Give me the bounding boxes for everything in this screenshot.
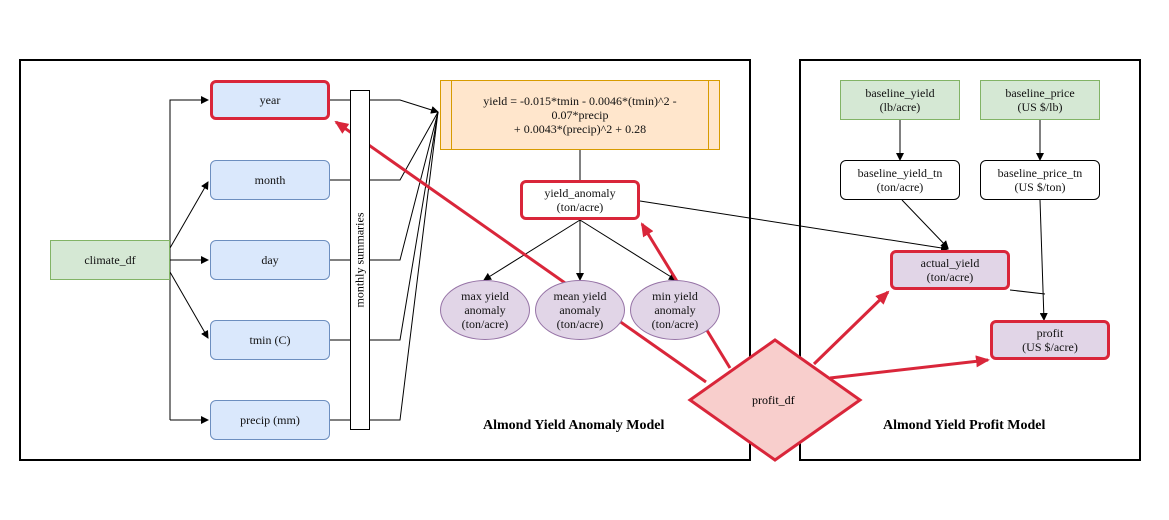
anomaly-edges [483,150,949,281]
anomaly-model-frame [19,59,751,461]
actual-yield-node[interactable]: actual_yield (ton/acre) [890,250,1010,290]
climate-edges [169,96,209,424]
min-yield-anomaly-node[interactable]: min yield anomaly (ton/acre) [630,280,720,340]
monthly-summaries-label: monthly summaries [352,212,367,308]
tmin-node[interactable]: tmin (C) [210,320,330,360]
profit-model-title: Almond Yield Profit Model [883,418,1046,433]
precip-node[interactable]: precip (mm) [210,400,330,440]
profit-df-label: profit_df [752,393,795,407]
profit-node[interactable]: profit (US $/acre) [990,320,1110,360]
baseline-yield-node[interactable]: baseline_yield (lb/acre) [840,80,960,120]
profit-model-frame [799,59,1141,461]
baseline-price-tn-node[interactable]: baseline_price_tn (US $/ton) [980,160,1100,200]
baseline-price-node[interactable]: baseline_price (US $/lb) [980,80,1100,120]
day-node[interactable]: day [210,240,330,280]
profit-edges [896,120,1048,321]
mean-yield-anomaly-node[interactable]: mean yield anomaly (ton/acre) [535,280,625,340]
year-node[interactable]: year [210,80,330,120]
anomaly-model-title: Almond Yield Anomaly Model [483,418,665,433]
input-edges [330,99,439,421]
profit-df-diamond[interactable] [687,338,863,462]
max-yield-anomaly-node[interactable]: max yield anomaly (ton/acre) [440,280,530,340]
yield-formula-node[interactable]: yield = -0.015*tmin - 0.0046*(tmin)^2 - … [440,80,720,150]
monthly-summaries-bar[interactable]: monthly summaries [350,90,370,430]
yield-anomaly-node[interactable]: yield_anomaly (ton/acre) [520,180,640,220]
baseline-yield-tn-node[interactable]: baseline_yield_tn (ton/acre) [840,160,960,200]
climate-df-node[interactable]: climate_df [50,240,170,280]
month-node[interactable]: month [210,160,330,200]
